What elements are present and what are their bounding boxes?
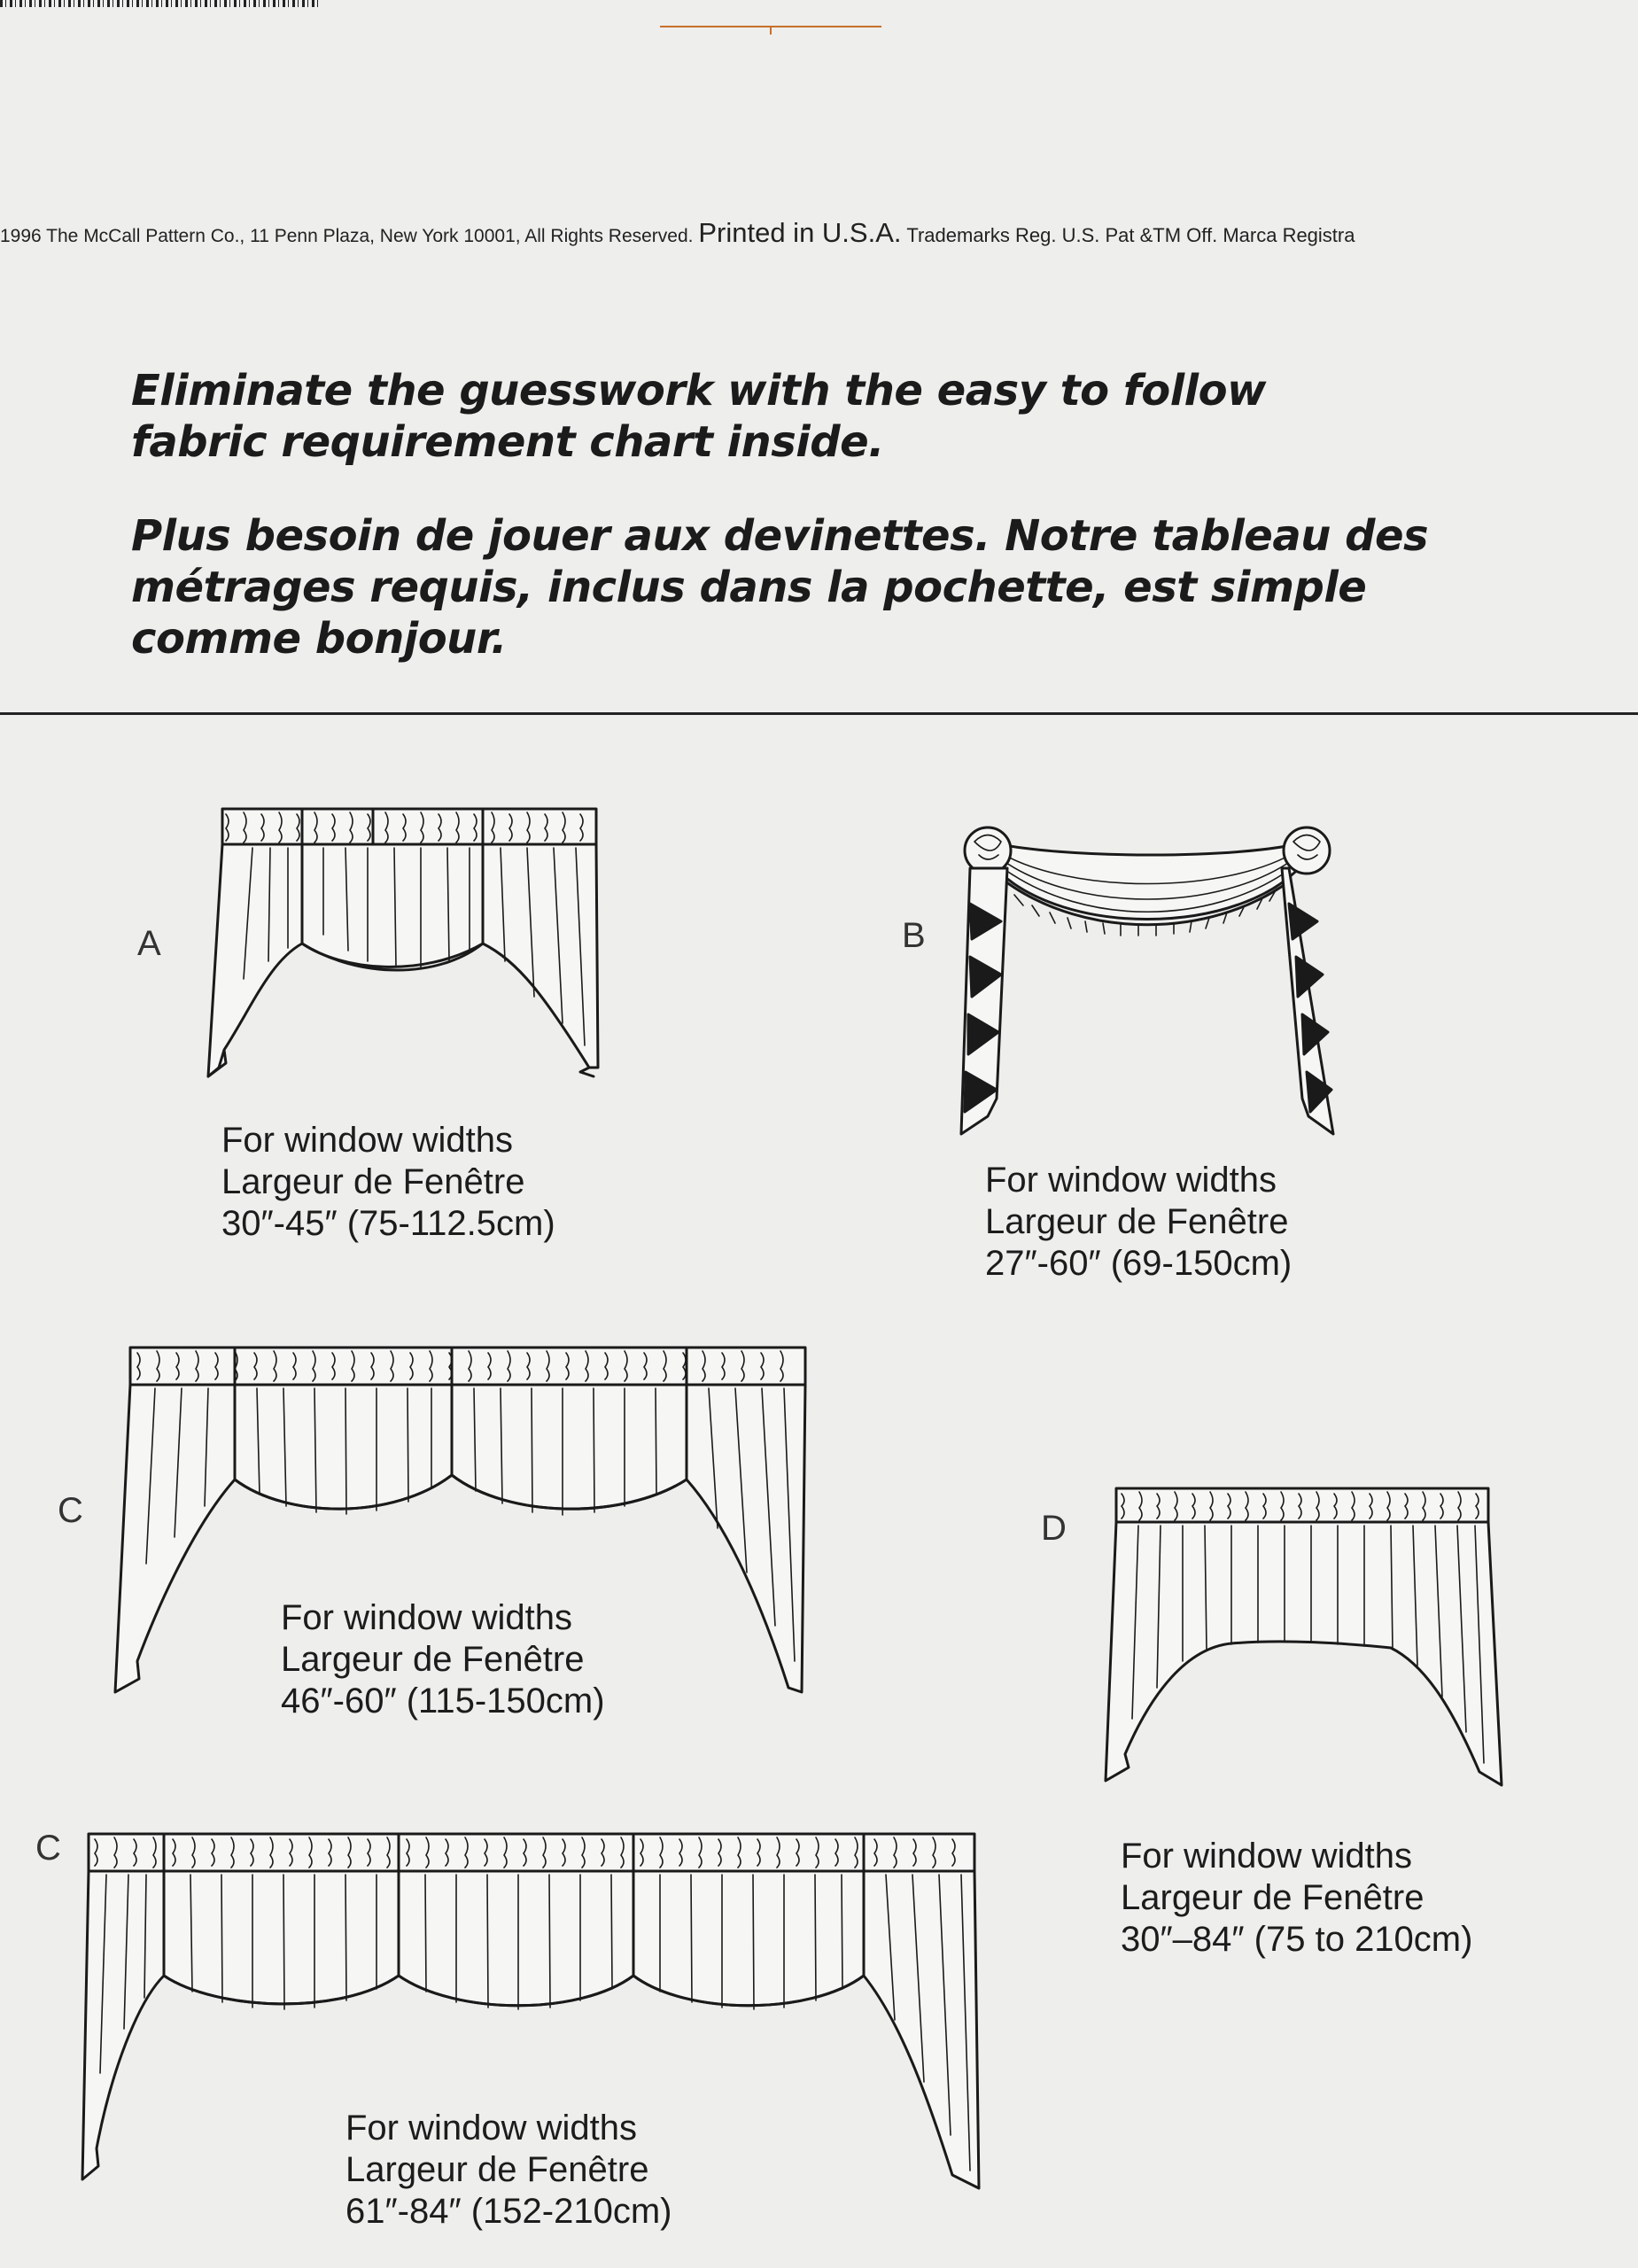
caption-line: 61″-84″ (152-210cm) <box>345 2192 672 2231</box>
valance-illustration-c-medium <box>113 1346 807 1694</box>
intro-french-line: métrages requis, inclus dans la pochette… <box>131 563 1367 612</box>
caption-line: Largeur de Fenêtre <box>1121 1878 1425 1917</box>
caption-line: For window widths <box>281 1598 573 1637</box>
caption-line: Largeur de Fenêtre <box>221 1162 525 1201</box>
view-letter: D <box>1041 1509 1067 1548</box>
trademarks-text: Trademarks Reg. U.S. Pat &TM Off. Marca … <box>906 224 1355 246</box>
fold-mark <box>660 26 881 35</box>
intro-english-line: fabric requirement chart inside. <box>131 417 884 467</box>
copyright-text: 1996 The McCall Pattern Co., 11 Penn Pla… <box>0 226 694 246</box>
valance-illustration-d <box>1104 1487 1503 1787</box>
barcode-strip <box>0 0 319 7</box>
view-letter: B <box>902 916 926 955</box>
caption-c-medium: For window widths Largeur de Fenêtre 46″… <box>281 1597 605 1722</box>
caption-line: 46″-60″ (115-150cm) <box>281 1682 605 1720</box>
caption-line: Largeur de Fenêtre <box>345 2150 649 2189</box>
copyright-line: 1996 The McCall Pattern Co., 11 Penn Pla… <box>0 215 1638 251</box>
view-letter: A <box>137 924 161 963</box>
intro-english: Eliminate the guesswork with the easy to… <box>131 365 1513 468</box>
caption-line: For window widths <box>985 1161 1277 1200</box>
caption-d: For window widths Largeur de Fenêtre 30″… <box>1121 1836 1472 1961</box>
valance-illustration-c-large <box>81 1832 981 2190</box>
caption-c-large: For window widths Largeur de Fenêtre 61″… <box>345 2108 672 2233</box>
section-divider <box>0 712 1638 715</box>
intro-english-line: Eliminate the guesswork with the easy to… <box>131 366 1266 416</box>
view-letter: C <box>35 1829 61 1868</box>
printed-text: Printed in U.S.A. <box>698 217 902 248</box>
caption-line: Largeur de Fenêtre <box>985 1202 1289 1241</box>
intro-french: Plus besoin de jouer aux devinettes. Not… <box>131 510 1513 664</box>
intro-french-line: Plus besoin de jouer aux devinettes. Not… <box>131 511 1429 561</box>
caption-line: For window widths <box>345 2109 638 2148</box>
caption-line: For window widths <box>221 1121 514 1160</box>
caption-line: 30″-45″ (75-112.5cm) <box>221 1204 555 1243</box>
caption-b: For window widths Largeur de Fenêtre 27″… <box>985 1160 1292 1285</box>
caption-a: For window widths Largeur de Fenêtre 30″… <box>221 1120 555 1245</box>
valance-illustration-a <box>206 807 600 1078</box>
caption-line: For window widths <box>1121 1837 1413 1876</box>
caption-line: Largeur de Fenêtre <box>281 1640 585 1679</box>
caption-line: 27″-60″ (69-150cm) <box>985 1244 1293 1283</box>
view-letter: C <box>58 1491 83 1530</box>
swag-illustration-b <box>959 826 1335 1136</box>
caption-line: 30″–84″ (75 to 210cm) <box>1121 1920 1473 1959</box>
intro-french-line: comme bonjour. <box>131 614 507 664</box>
